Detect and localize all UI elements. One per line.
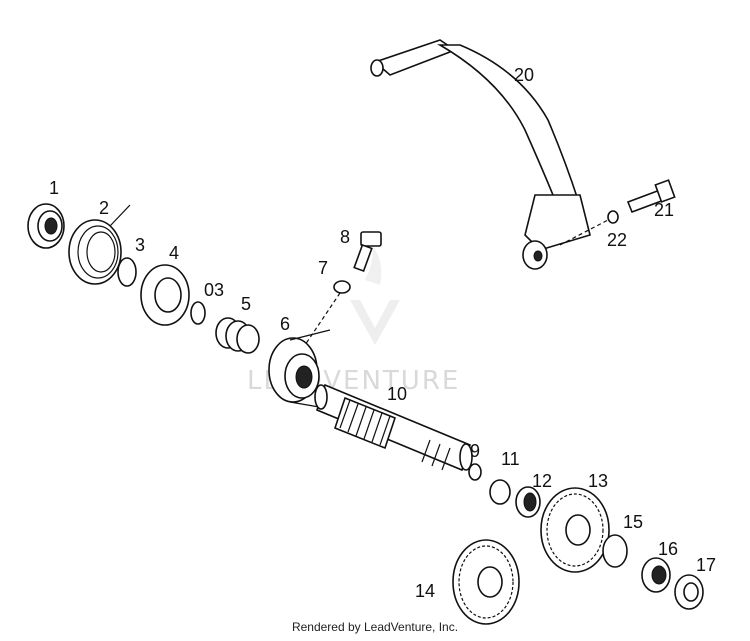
kickstart-shaft-part-10[interactable] [314,383,473,472]
callout-10: 10 [387,384,407,404]
callout-20: 20 [514,65,534,85]
callout-03: 03 [204,280,224,300]
kick-gear-part-13[interactable] [540,487,610,573]
ring-part-03[interactable] [190,301,206,325]
render-credit: Rendered by LeadVenture, Inc. [291,620,459,634]
callout-11: 11 [501,449,520,469]
callout-16: 16 [658,539,678,559]
callout-21: 21 [654,200,674,220]
callout-7: 7 [318,258,328,278]
callout-9: 9 [470,441,480,461]
bearing-part-1[interactable] [27,203,65,249]
gear-part-14[interactable] [452,539,520,625]
washer-part-22[interactable] [607,210,619,224]
callout-6: 6 [280,314,290,334]
callout-2: 2 [99,198,109,218]
needle-bearing-part-12[interactable] [515,486,541,518]
bearing-part-16[interactable] [641,557,671,593]
callout-5: 5 [241,294,251,314]
washer-part-11[interactable] [489,479,511,505]
callout-12: 12 [532,471,552,491]
callout-13: 13 [588,471,608,491]
ring-part-9[interactable] [468,463,482,481]
kick-lever-part-20[interactable] [370,39,591,270]
washer-part-7[interactable] [333,280,351,294]
callout-8: 8 [340,227,350,247]
callout-1: 1 [49,178,59,198]
washer-part-15[interactable] [602,534,628,568]
circlip-part-3[interactable] [117,257,137,287]
bolt-part-21[interactable] [626,179,676,214]
bearing-part-17[interactable] [674,574,704,610]
callout-22: 22 [607,230,627,250]
screw-part-8[interactable] [353,231,382,273]
spring-part-5[interactable] [215,317,260,354]
disc-part-4[interactable] [140,264,190,326]
watermark-logo [350,245,400,345]
ratchet-part-6[interactable] [268,329,331,409]
callout-14: 14 [415,581,435,601]
callout-17: 17 [696,555,716,575]
callout-3: 3 [135,235,145,255]
callout-15: 15 [623,512,643,532]
kick-spring-part-2[interactable] [68,204,131,285]
callout-4: 4 [169,243,179,263]
